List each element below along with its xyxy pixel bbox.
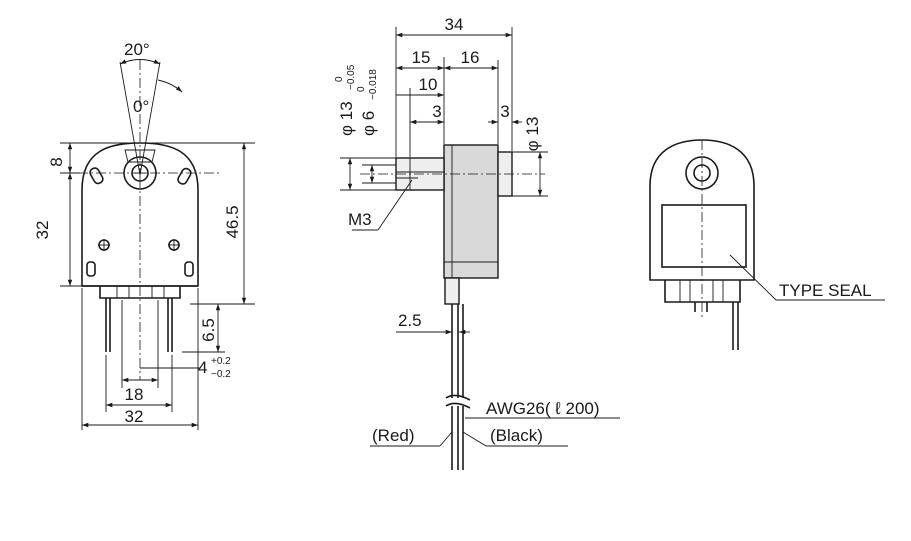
dim-total-height: 46.5 (223, 205, 242, 238)
wire-black-label: (Black) (490, 426, 543, 445)
type-seal-label: TYPE SEAL (779, 281, 872, 300)
dim-body-width: 32 (125, 407, 144, 426)
dim-lead-offset: 2.5 (398, 311, 422, 330)
dim-flat-dia-tol-upper: 0 (356, 86, 367, 92)
dim-overall-length: 34 (445, 15, 464, 34)
front-slot-left (89, 167, 104, 185)
dim-flat-end: 3 (432, 102, 441, 121)
wire-spec-label: AWG26( ℓ 200) (486, 399, 600, 418)
dim-shaft-dia-tol-lower: −0.05 (346, 64, 357, 90)
dim-rear-boss: 3 (500, 102, 509, 121)
dim-shaft-length: 15 (412, 48, 431, 67)
dim-terminal-length: 6.5 (199, 318, 218, 342)
front-terminals (105, 298, 173, 352)
front-slot-right (177, 167, 192, 185)
dim-terminal-width-tol-lower: −0.2 (211, 369, 231, 380)
dim-body-height: 32 (33, 221, 52, 240)
front-view: 8 32 46.5 6.5 4 +0.2 −0.2 18 32 20° 0° (33, 40, 255, 430)
dim-shaft-dia-tol-upper: 0 (334, 76, 345, 82)
type-seal-area (661, 204, 747, 268)
dim-body-length: 16 (461, 48, 480, 67)
thread-label: M3 (348, 210, 372, 229)
angle-zero-label: 0° (133, 97, 149, 116)
dim-terminal-width: 4 (198, 358, 207, 377)
rotation-angle-indicator (119, 59, 183, 178)
side-view: 34 15 16 10 3 3 φ 13 0 −0.05 φ (334, 15, 620, 470)
side-body (443, 144, 499, 279)
dim-flat-dia-tol-lower: −0.018 (368, 69, 379, 100)
dim-shaft-dia: φ 13 (337, 101, 356, 136)
dim-flat-dia: φ 6 (359, 111, 378, 136)
wire-red-label: (Red) (372, 426, 415, 445)
dim-boss-dia: φ 13 (523, 117, 542, 152)
dim-terminal-width-tol-upper: +0.2 (211, 356, 231, 367)
dim-terminal-pitch: 18 (125, 385, 144, 404)
dim-top-height: 8 (47, 157, 66, 166)
side-lead-wires (445, 304, 471, 470)
angle-range-label: 20° (124, 40, 150, 59)
dim-flat-length: 10 (419, 75, 438, 94)
front-body-outline (81, 142, 199, 287)
rear-view: TYPE SEAL (649, 139, 885, 350)
